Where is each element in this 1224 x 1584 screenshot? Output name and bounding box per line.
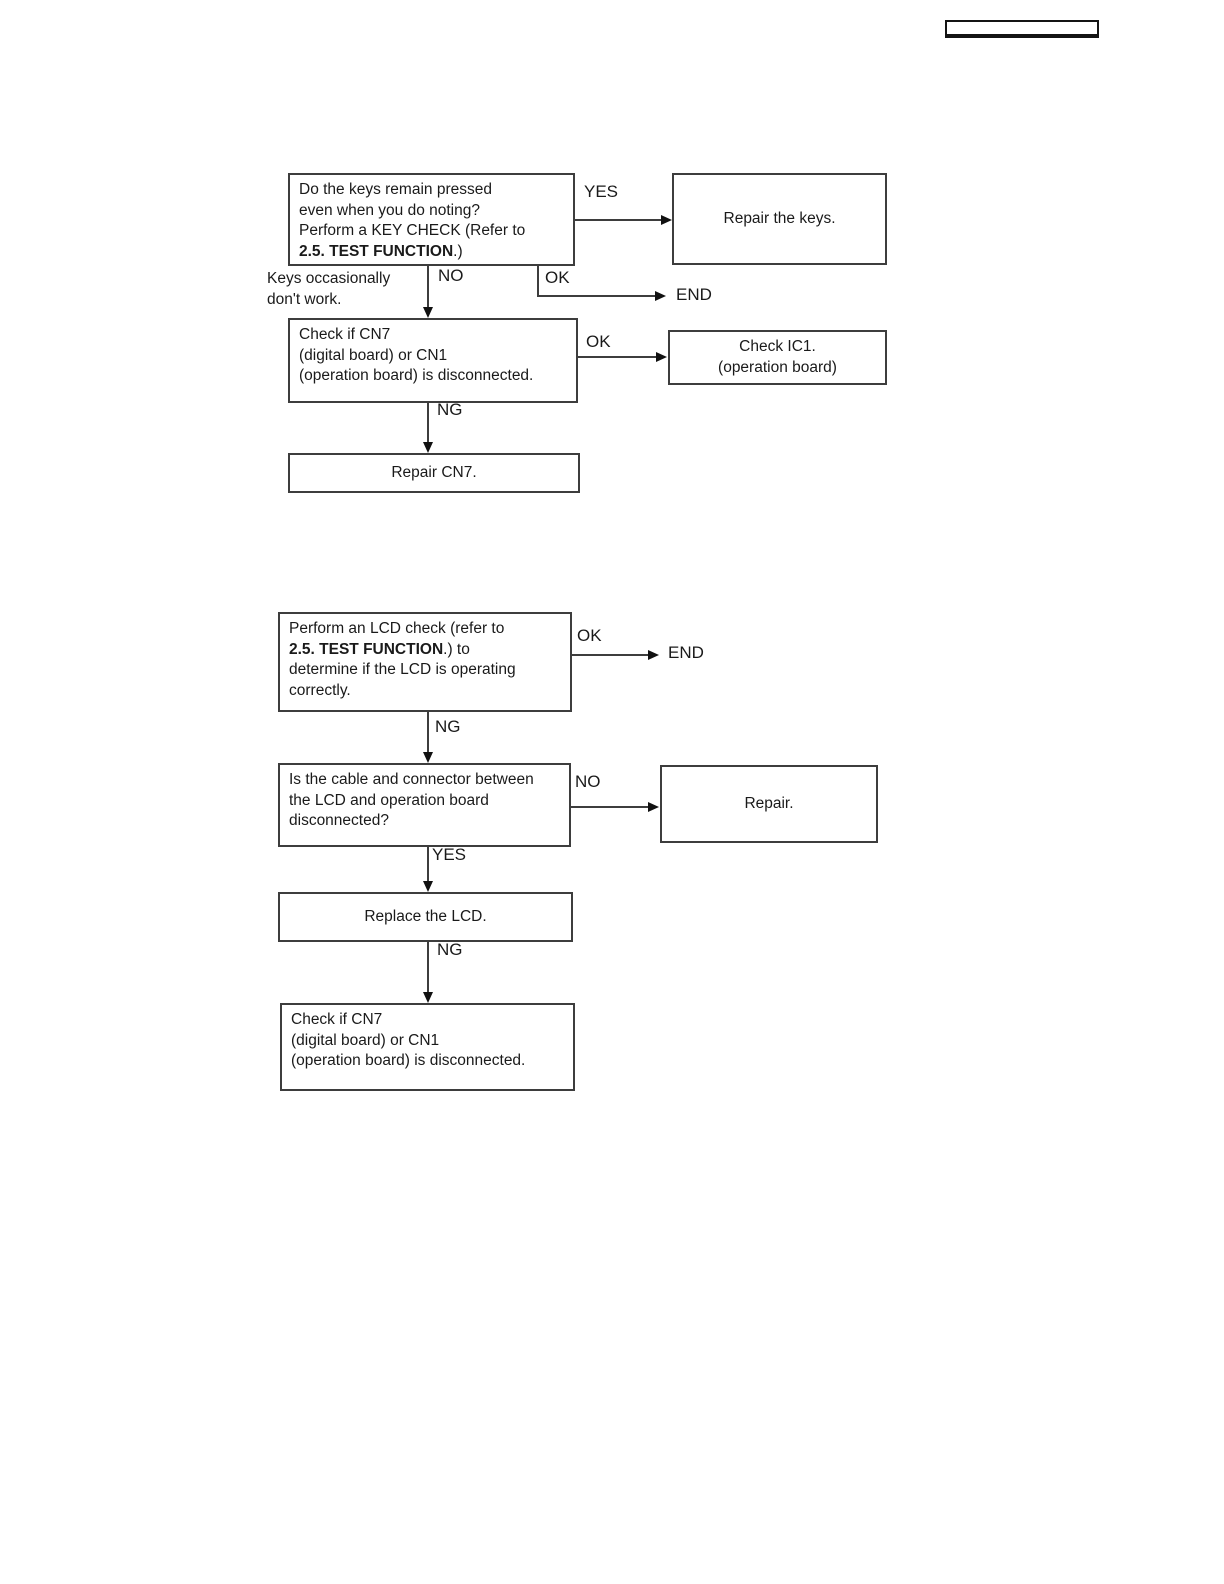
connector-line [427, 847, 429, 883]
keys-question-line: 2.5. TEST FUNCTION.) [299, 242, 564, 263]
connector-line [427, 712, 429, 754]
ok-label: OK [545, 268, 570, 287]
end-label: END [668, 643, 704, 662]
check-cn7-line: (digital board) or CN1 [299, 346, 448, 364]
repair-keys-box: Repair the keys. [672, 173, 887, 265]
arrowhead-down [423, 752, 433, 763]
test-function-reference: 2.5. TEST FUNCTION [289, 640, 444, 658]
arrowhead-down [423, 881, 433, 892]
connector-line [537, 295, 658, 297]
lcd-check-line: Perform an LCD check (refer to [289, 620, 505, 637]
check-ic1-box: Check IC1. (operation board) [668, 330, 887, 385]
ng-label: NG [435, 717, 461, 736]
cable-question-line: Is the cable and connector between [289, 771, 534, 788]
keys-side-note: Keys occasionally don't work. [267, 270, 391, 308]
check-cn7-line: (operation board) is disconnected. [291, 1052, 526, 1069]
check-cn7-line: (operation board) is disconnected. [299, 367, 534, 384]
arrowhead-right [661, 215, 672, 225]
no-label: NO [575, 772, 601, 791]
connector-line [575, 219, 663, 221]
yes-label: YES [584, 182, 619, 201]
cable-question-line: the LCD and operation board [289, 791, 489, 809]
keys-question-line: even when you do noting? [299, 201, 480, 219]
cable-question-box: Is the cable and connector between the L… [278, 763, 571, 847]
lcd-check-line: correctly. [289, 681, 351, 699]
repair-cn7-box: Repair CN7. [288, 453, 580, 493]
connector-line [537, 265, 539, 297]
lcd-check-line: determine if the LCD is operating [289, 661, 516, 678]
connector-line [578, 356, 657, 358]
arrowhead-down [423, 992, 433, 1003]
arrowhead-down [423, 307, 433, 318]
test-function-reference: 2.5. TEST FUNCTION [299, 242, 454, 260]
check-cn7-line: Check if CN7 [299, 326, 391, 343]
ok-label: OK [586, 332, 611, 351]
ng-label: NG [437, 400, 463, 419]
connector-line [427, 942, 429, 993]
check-cn7-line: Check if CN7 [291, 1011, 383, 1028]
lcd-check-line-tail: .) to [443, 640, 470, 658]
connector-line [572, 654, 649, 656]
lcd-check-line: 2.5. TEST FUNCTION.) to [289, 640, 561, 661]
end-label: END [676, 285, 712, 304]
check-cn7-box: Check if CN7 (digital board) or CN1 (ope… [288, 318, 578, 403]
yes-label: YES [432, 845, 467, 864]
repair-box: Repair. [660, 765, 878, 843]
cable-question-line: disconnected? [289, 812, 389, 829]
connector-line [427, 402, 429, 444]
keys-question-box: Do the keys remain pressed even when you… [288, 173, 575, 266]
arrowhead-right [648, 802, 659, 812]
connector-line [571, 806, 650, 808]
check-cn7-box-2: Check if CN7 (digital board) or CN1 (ope… [280, 1003, 575, 1091]
ok-label: OK [577, 626, 602, 645]
lcd-check-box: Perform an LCD check (refer to 2.5. TEST… [278, 612, 572, 712]
no-label: NO [438, 266, 464, 285]
replace-lcd-box: Replace the LCD. [278, 892, 573, 942]
corner-reference-field [945, 20, 1099, 38]
keys-question-line: Perform a KEY CHECK (Refer to [299, 222, 526, 239]
arrowhead-right [648, 650, 659, 660]
check-cn7-line: (digital board) or CN1 [291, 1031, 440, 1049]
arrowhead-right [655, 291, 666, 301]
connector-line [427, 265, 429, 309]
keys-question-line: Do the keys remain pressed [299, 181, 492, 198]
keys-question-line-tail: .) [453, 242, 463, 260]
ng-label: NG [437, 940, 463, 959]
arrowhead-right [656, 352, 667, 362]
arrowhead-down [423, 442, 433, 453]
